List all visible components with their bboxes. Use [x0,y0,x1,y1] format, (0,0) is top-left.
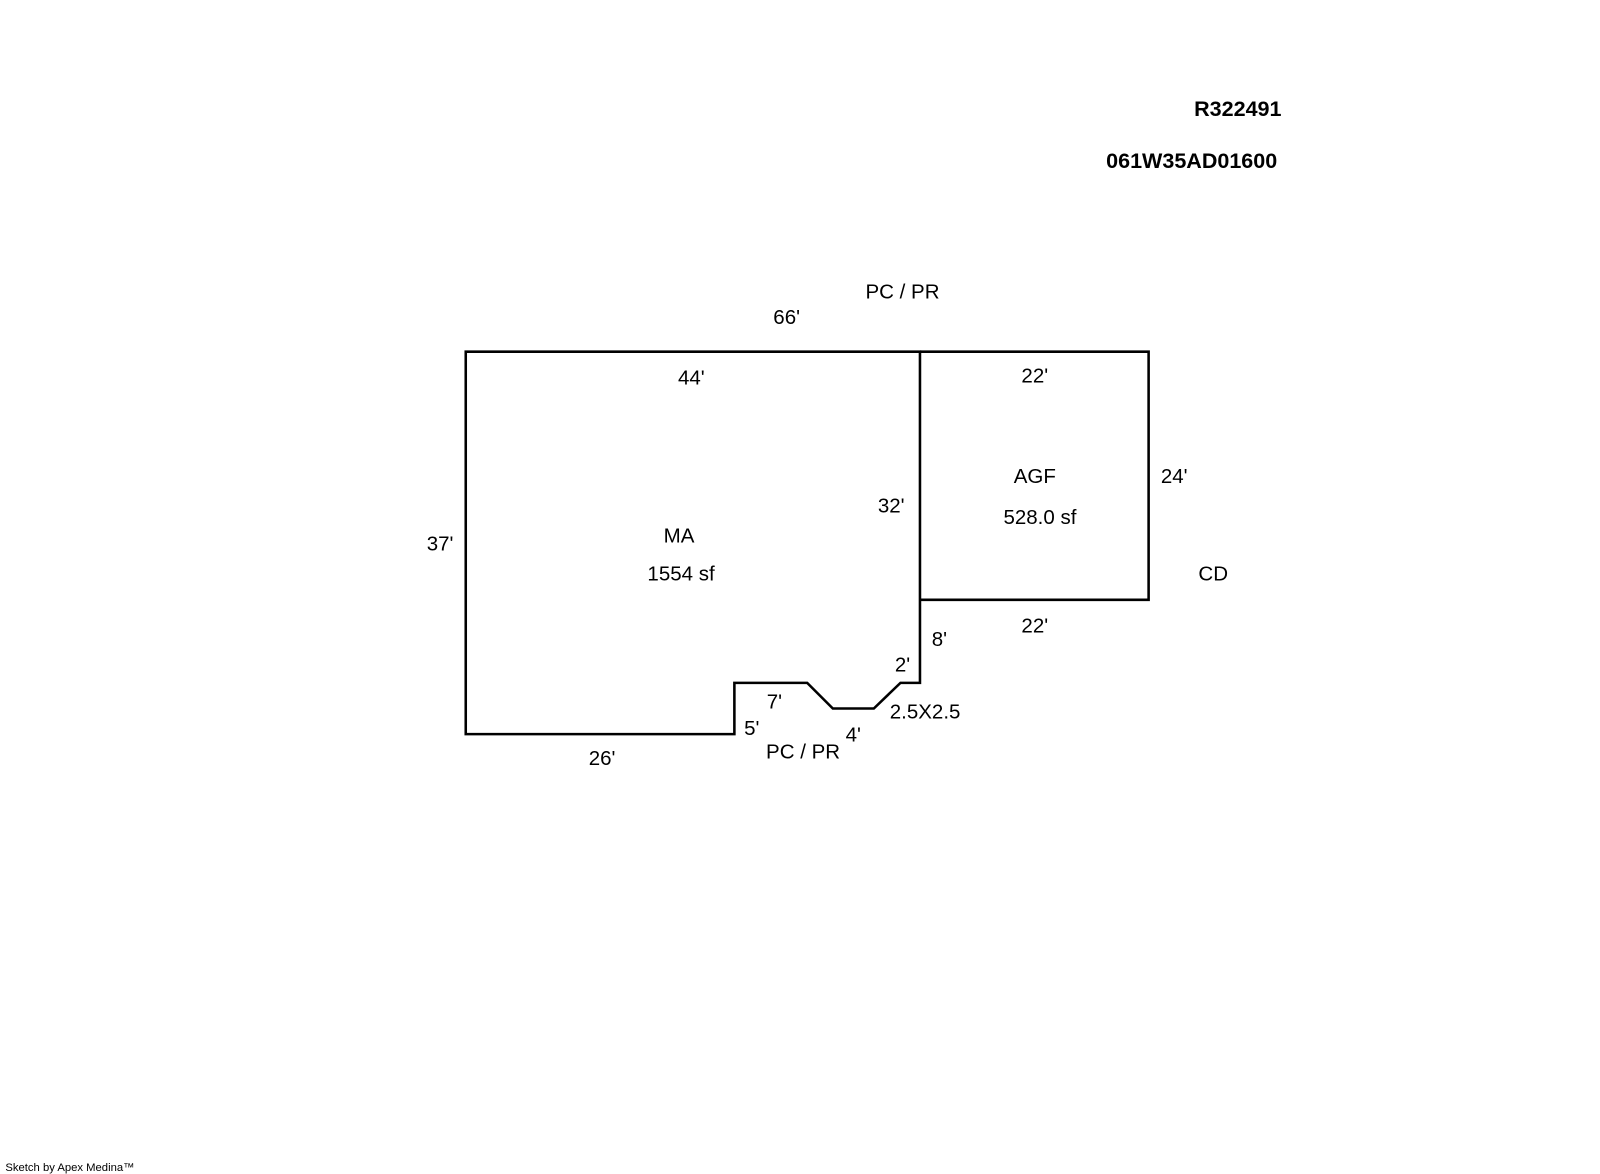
porch-label-bottom: PC / PR [766,741,840,764]
dim-agf-top: 22' [1021,364,1048,387]
dim-step-2: 2' [895,654,910,677]
map-tax-lot: 061W35AD01600 [1106,149,1277,173]
dim-ma-right: 32' [878,495,905,518]
agf-code: AGF [1014,465,1056,488]
deck-label: CD [1198,562,1228,585]
dim-step-7: 7' [767,691,782,714]
dim-agf-bottom: 22' [1021,615,1048,638]
dim-agf-right: 24' [1161,465,1188,488]
garage-outline [919,350,1150,602]
agf-area: 528.0 sf [1003,506,1076,529]
ma-code: MA [664,524,695,547]
dim-ma-bottom: 26' [589,747,616,770]
dim-ma-left: 37' [427,533,454,556]
ma-area: 1554 sf [647,562,715,585]
dim-step-diag: 2.5X2.5 [890,701,961,724]
dim-overall-top: 66' [773,306,800,329]
dim-step-4: 4' [846,723,861,746]
porch-label-top: PC / PR [866,280,940,303]
main-area-outline [464,350,922,736]
sketch-credit: Sketch by Apex Medina™ [5,1162,134,1174]
parcel-id: R322491 [1194,97,1281,121]
dim-step-5: 5' [744,717,759,740]
dim-step-8: 8' [932,628,947,651]
dim-ma-top: 44' [678,366,705,389]
